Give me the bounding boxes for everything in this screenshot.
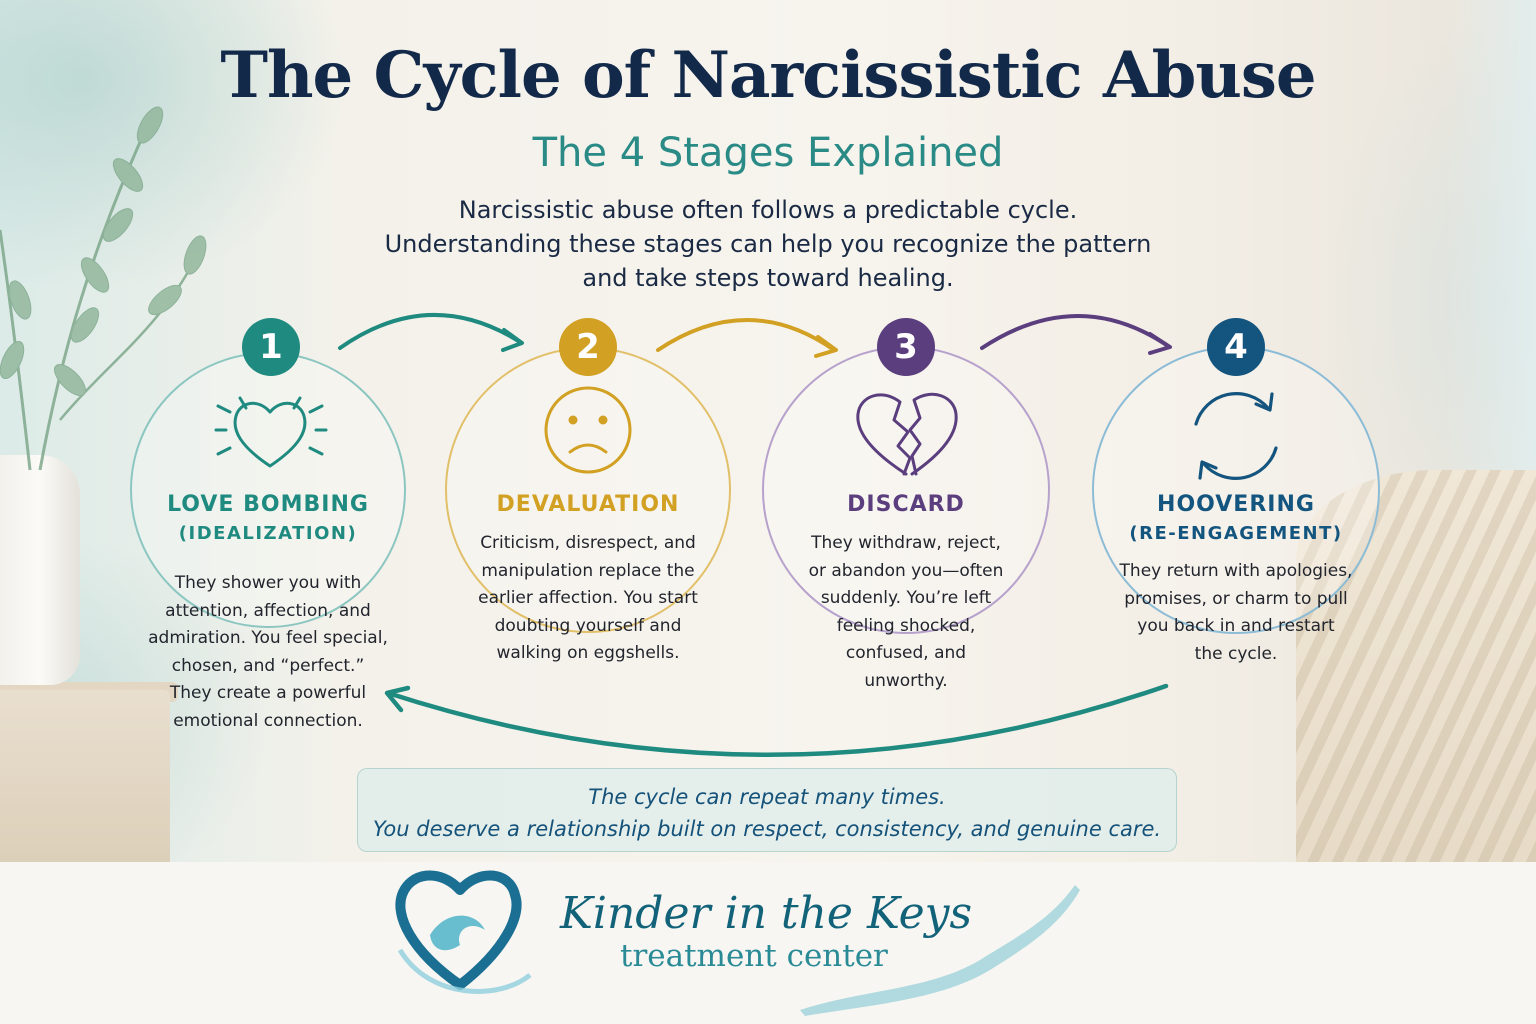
intro-line: Understanding these stages can help you … <box>384 230 1152 258</box>
cycle-arrows-icon <box>1194 392 1278 480</box>
stage-2-number-badge: 2 <box>559 318 617 376</box>
stage-2-title: DEVALUATION <box>496 492 680 517</box>
heart-with-rays-icon <box>214 396 328 468</box>
intro-line: and take steps toward healing. <box>582 264 954 292</box>
stage-1-title: LOVE BOMBING <box>167 492 369 517</box>
arrow-1-to-2 <box>338 312 522 350</box>
window-light <box>1446 0 1536 520</box>
stage-4-subtitle: (RE-ENGAGEMENT) <box>1129 523 1343 544</box>
return-arrow-head <box>384 685 411 713</box>
stage-4-title: HOOVERING <box>1157 492 1315 517</box>
heart-wave-logo-icon <box>395 870 532 994</box>
sad-face-icon <box>544 386 632 474</box>
return-arrow <box>385 683 1169 758</box>
description-line: confused, and <box>845 643 967 664</box>
description-line: attention, affection, and <box>165 600 371 621</box>
description-line: Criticism, disrespect, and <box>480 533 696 553</box>
intro-text: Narcissistic abuse often follows a predi… <box>318 193 1218 295</box>
description-line: earlier affection. You start <box>478 588 698 609</box>
note-line: The cycle can repeat many times. <box>588 785 946 809</box>
stage-4-description: They return with apologies, promises, or… <box>1086 558 1386 668</box>
description-line: doubting yourself and <box>494 615 682 636</box>
description-line: walking on eggshells. <box>496 643 680 664</box>
description-line: manipulation replace the <box>481 560 695 581</box>
description-line: They create a powerful <box>169 683 367 704</box>
arrow-1-to-2-head <box>501 328 524 352</box>
description-line: admiration. You feel special, <box>148 628 388 649</box>
stage-4-number-badge: 4 <box>1207 318 1265 376</box>
broken-heart-icon <box>856 392 958 476</box>
cycle-note-box: The cycle can repeat many times. You des… <box>357 768 1177 852</box>
stage-3-title: DISCARD <box>847 492 965 517</box>
description-line: feeling shocked, <box>836 615 976 636</box>
brand-name: Kinder in the Keys <box>560 888 973 939</box>
description-line: They shower you with <box>174 573 362 593</box>
arrow-3-to-4-head <box>1148 332 1172 355</box>
description-line: They return with apologies, <box>1119 561 1353 581</box>
footer-band <box>0 862 1536 1024</box>
note-line: You deserve a relationship built on resp… <box>372 817 1162 841</box>
plant-decoration <box>0 106 207 471</box>
description-line: the cycle. <box>1194 643 1278 664</box>
brand-tagline: treatment center <box>620 938 888 974</box>
background-wash <box>0 0 1536 870</box>
vase <box>0 455 80 685</box>
description-line: unworthy. <box>864 670 948 691</box>
stage-1-subtitle: (IDEALIZATION) <box>178 523 358 544</box>
arrow-2-to-3 <box>656 318 836 352</box>
stage-2-description: Criticism, disrespect, and manipulation … <box>438 530 738 668</box>
blanket <box>1296 470 1536 870</box>
stage-3-description: They withdraw, reject, or abandon you—of… <box>756 530 1056 696</box>
stage-1-number-badge: 1 <box>242 318 300 376</box>
description-line: chosen, and “perfect.” <box>171 655 365 676</box>
page-title: The Cycle of Narcissistic Abuse <box>220 38 1316 113</box>
description-line: emotional connection. <box>173 710 363 731</box>
page-subtitle: The 4 Stages Explained <box>532 130 1004 176</box>
stage-1-description: They shower you with attention, affectio… <box>118 570 418 736</box>
keys-island-decoration <box>800 885 1080 1016</box>
shelf <box>0 690 170 870</box>
description-line: They withdraw, reject, <box>811 533 1001 553</box>
arrow-3-to-4 <box>980 314 1170 350</box>
arrow-2-to-3-head <box>814 335 838 358</box>
description-line: or abandon you—often <box>808 560 1004 581</box>
intro-line: Narcissistic abuse often follows a predi… <box>458 196 1078 224</box>
description-line: suddenly. You’re left <box>820 588 992 609</box>
description-line: you back in and restart <box>1137 616 1335 637</box>
description-line: promises, or charm to pull <box>1124 588 1348 609</box>
stage-3-number-badge: 3 <box>877 318 935 376</box>
